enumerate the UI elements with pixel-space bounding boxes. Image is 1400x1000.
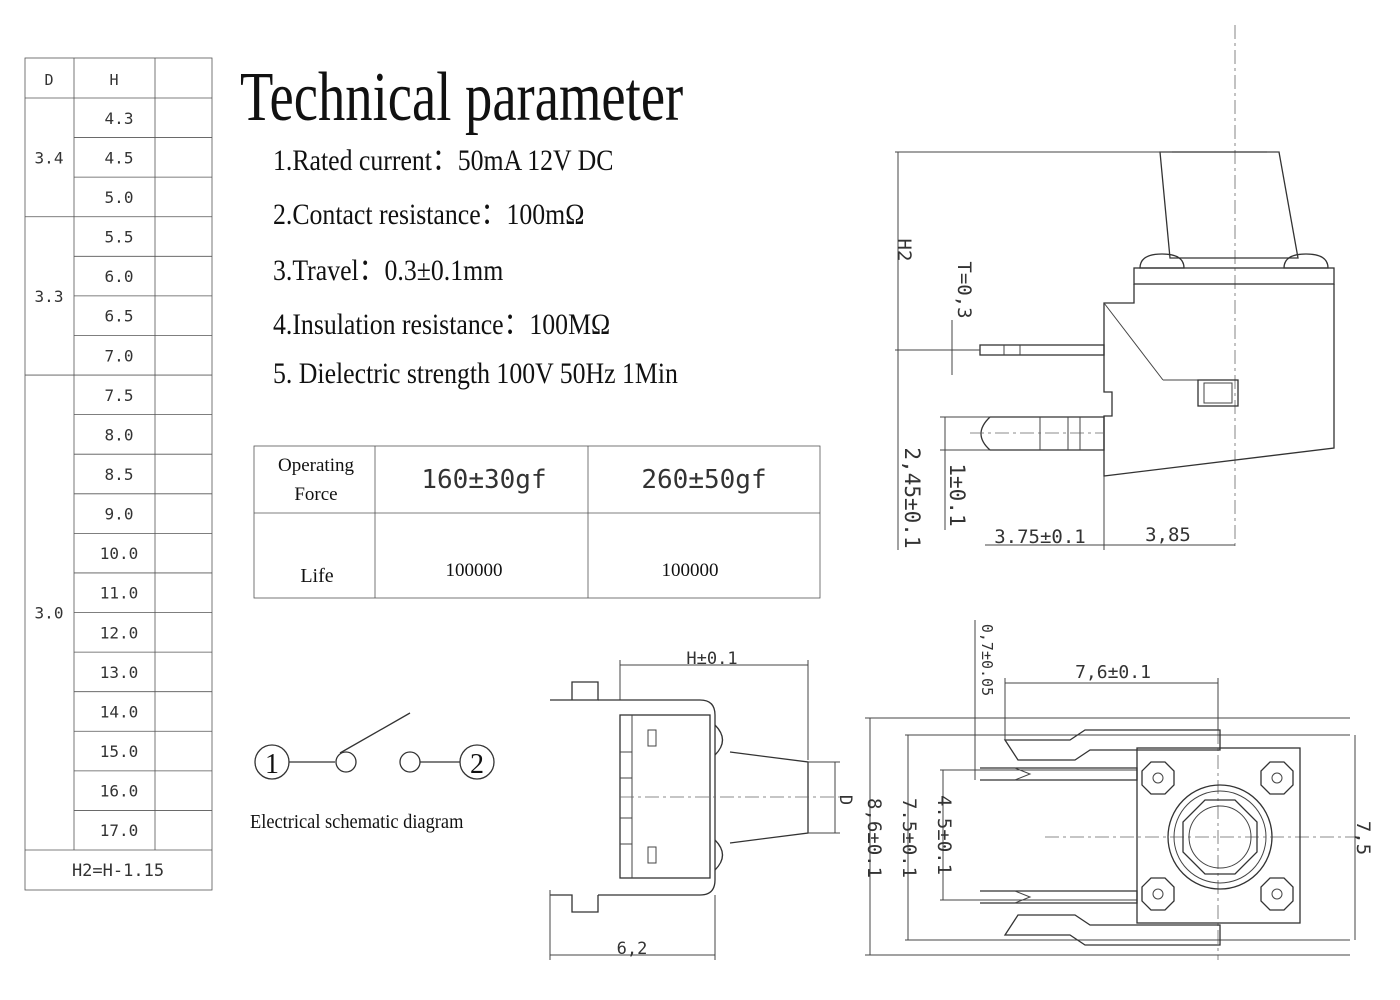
corner-stud-bl [1141,877,1175,911]
terminal-2-circle [459,744,495,780]
table-h-value: 9.0 [105,505,134,524]
operating-force-label-1: Operating [278,455,354,476]
dim-2-45: 2,45±0.1 [900,447,924,548]
param-contact-resistance: 2.Contact resistance：100mΩ [273,198,584,231]
table-h-value: 7.0 [105,346,134,365]
dim-0-7: 0,7±0.05 [978,624,996,696]
table-header-d: D [44,71,53,89]
param-insulation-resistance: 4.Insulation resistance：100MΩ [273,308,610,341]
dim-6-2: 6,2 [617,939,648,959]
table-h-value: 16.0 [100,782,139,801]
life-value-a: 100000 [446,560,503,581]
dim-1: 1±0.1 [945,463,969,526]
page-title: Technical parameter [240,58,683,136]
table-h-value: 8.5 [105,465,134,484]
force-value-260: 260±50gf [641,465,766,495]
dim-3-75: 3.75±0.1 [994,526,1086,548]
table-h-value: 10.0 [100,544,139,563]
table-d-value: 3.4 [35,148,64,167]
dim-7-5: 7.5±0.1 [898,798,920,878]
force-table-border [253,445,821,599]
table-h-value: 5.0 [105,188,134,207]
table-h-value: 13.0 [100,663,139,682]
table-h-value: 17.0 [100,821,139,840]
table-h-value: 7.5 [105,386,134,405]
table-h-value: 6.0 [105,267,134,286]
electrical-schematic: 1 2 Electrical schematic diagram [250,712,495,833]
dimension-table: 4.3 4.5 5.0 3.4 5.5 6.0 6.5 7.0 3.3 7.5 8.0 8.5 9.0 1… [24,57,213,891]
bottom-view-drawing: 7,6±0.1 0,7±0.05 8,6±0.1 7.5±0.1 4.5±0.1… [863,620,1374,960]
table-h-value: 4.5 [105,148,134,167]
table-h-value: 15.0 [100,742,139,761]
switch-contact-right [399,751,421,773]
dim-d: D [835,795,855,805]
dim-7-5-right: 7,5 [1352,821,1374,855]
force-life-table: Operating Force 160±30gf 260±50gf Life 1… [253,445,821,599]
corner-stud-tl [1141,761,1175,795]
central-actuator [1167,784,1273,890]
dim-7-6: 7,6±0.1 [1075,662,1151,683]
table-h-value: 5.5 [105,228,134,247]
operating-force-label-2: Force [294,484,337,505]
param-dielectric-strength: 5. Dielectric strength 100V 50Hz 1Min [273,357,678,390]
front-view-drawing: H±0.1 D 6,2 [549,649,855,960]
life-value-b: 100000 [662,560,719,581]
dim-4-5: 4.5±0.1 [933,795,955,875]
dim-h: H±0.1 [686,649,737,669]
param-travel: 3.Travel：0.3±0.1mm [273,254,504,287]
table-d-value: 3.3 [35,287,64,306]
schematic-caption: Electrical schematic diagram [250,811,463,833]
table-header-h: H [109,71,118,89]
table-h-value: 11.0 [100,584,139,603]
param-rated-current: 1.Rated current：50mA 12V DC [273,144,613,177]
parameter-list: 1.Rated current：50mA 12V DC 2.Contact re… [273,144,678,390]
corner-stud-tr [1260,761,1294,795]
table-h-value: 14.0 [100,702,139,721]
table-h-value: 4.3 [105,109,134,128]
life-label: Life [300,565,333,587]
dim-3-85: 3,85 [1145,524,1191,546]
dim-t: T=0,3 [953,261,975,318]
table-h-value: 8.0 [105,425,134,444]
table-footer-h2: H2=H-1.15 [72,861,164,881]
switch-contact-left [335,751,357,773]
corner-stud-br [1260,877,1294,911]
dimension-table-border [24,57,213,891]
terminal-2-label: 2 [470,749,484,780]
dim-8-6: 8,6±0.1 [863,798,885,878]
table-d-value: 3.0 [35,604,64,623]
table-h-value: 12.0 [100,623,139,642]
side-view-drawing: H2 T=0,3 2,45±0.1 1±0.1 3.75±0.1 3,85 [893,25,1335,550]
table-h-value: 6.5 [105,307,134,326]
dim-h2: H2 [893,239,915,262]
terminal-1-label: 1 [265,749,279,780]
force-value-160: 160±30gf [421,465,546,495]
switch-lever [339,712,411,754]
